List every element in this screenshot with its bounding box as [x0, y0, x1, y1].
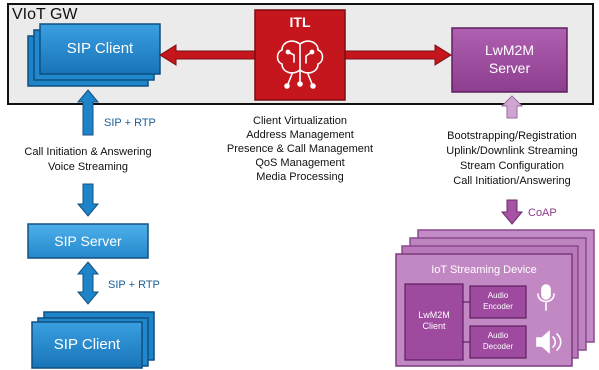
itl-function-3: Presence & Call Management: [226, 143, 374, 155]
server-function-4: Call Initiation/Answering: [453, 175, 571, 187]
itl-label: ITL: [289, 14, 311, 30]
brain-icon: [276, 40, 324, 89]
lwm2m-client-box: [404, 283, 464, 361]
microphone-icon: [537, 284, 555, 311]
left-function-2: Voice Streaming: [47, 161, 129, 173]
itl-function-1: Client Virtualization: [253, 115, 347, 127]
lwm2m-server-label-line2: Server: [488, 60, 531, 76]
lwm2m-client-label-line2: Client: [422, 321, 446, 331]
sip-server-label: SIP Server: [54, 233, 122, 249]
server-function-3: Stream Configuration: [460, 160, 564, 172]
audio-encoder-label-line1: Audio: [487, 291, 509, 300]
itl-function-2: Address Management: [246, 129, 354, 141]
server-function-2: Uplink/Downlink Streaming: [446, 145, 578, 157]
lwm2m-server-label-line1: LwM2M: [484, 42, 534, 58]
iot-device-title: IoT Streaming Device: [431, 264, 537, 276]
left-function-1: Call Initiation & Answering: [24, 146, 152, 158]
server-arrows: [500, 95, 524, 225]
sip-client-stack-bottom: [31, 311, 155, 369]
coap-label: CoAP: [528, 207, 557, 219]
itl-function-4: QoS Management: [255, 157, 345, 169]
server-function-1: Bootstrapping/Registration: [447, 130, 577, 142]
itl-function-5: Media Processing: [256, 171, 344, 183]
audio-decoder-label-line1: Audio: [487, 331, 509, 340]
gateway-title: VIoT GW: [12, 6, 78, 23]
lwm2m-server-box: [451, 27, 568, 93]
sip-rtp-label-bottom: SIP + RTP: [108, 279, 160, 291]
audio-decoder-label-line2: Decoder: [482, 342, 514, 351]
sip-client-bottom-label: SIP Client: [53, 336, 121, 353]
sip-client-stack-top: [27, 23, 161, 87]
speaker-icon: [536, 330, 562, 354]
sip-server-box: [27, 223, 149, 259]
lwm2m-client-label-line1: LwM2M: [418, 310, 450, 320]
audio-decoder-box: [469, 325, 527, 359]
audio-encoder-box: [469, 285, 527, 319]
arrow-down-to-sip-server: [76, 183, 100, 217]
arrow-up-sip-rtp: [76, 89, 100, 136]
arrow-bidirectional-sip-rtp: [76, 261, 100, 305]
audio-encoder-label-line2: Encoder: [483, 302, 513, 311]
sip-client-top-label: SIP Client: [66, 40, 134, 57]
sip-rtp-label-top: SIP + RTP: [104, 117, 156, 129]
